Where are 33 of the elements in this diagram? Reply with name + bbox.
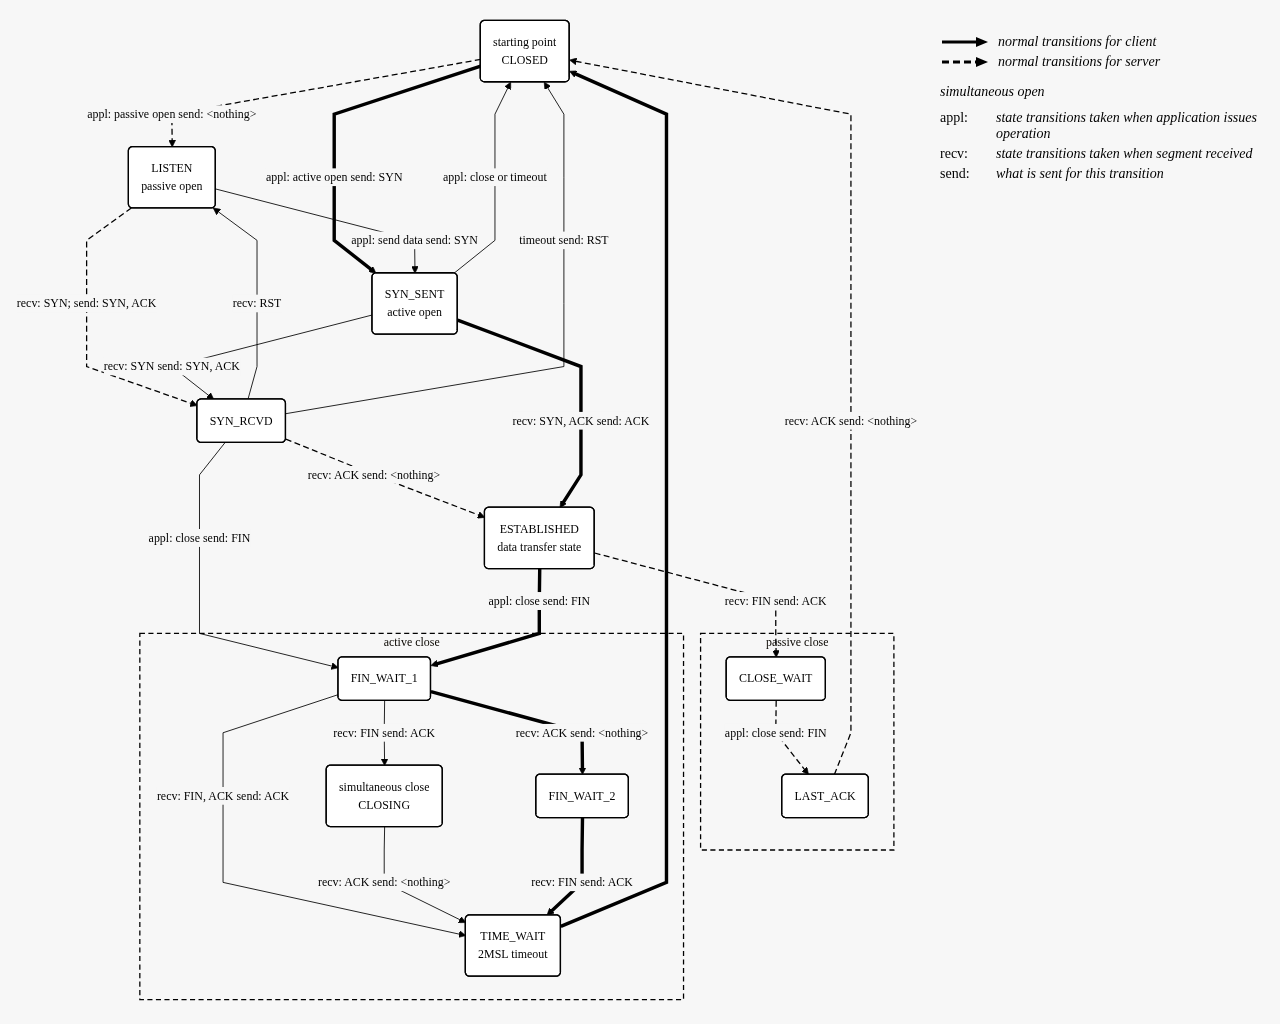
edge-label: appl: close send: FIN [724, 726, 827, 740]
arrow [569, 57, 852, 776]
edge-label: appl: close or timeout [443, 170, 547, 184]
edge-label: recv: SYN, ACK send: ACK [512, 414, 650, 428]
edge-label: recv: FIN send: ACK [333, 726, 436, 740]
legend-text: normal transitions for server [998, 54, 1161, 70]
key-description: what is sent for this transition [996, 166, 1165, 182]
edge-label: appl: active open send: SYN [265, 170, 403, 184]
edge-label: recv: ACK send: <nothing> [784, 414, 918, 428]
note-text: simultaneous open [940, 84, 1045, 100]
edge-label: appl: close send: FIN [488, 594, 591, 608]
edge-label: timeout send: RST [519, 233, 609, 247]
key-description: state transitions taken when segment received [996, 146, 1254, 162]
edge-label: appl: send data send: SYN [351, 233, 478, 247]
arrow [457, 318, 583, 508]
arrow [430, 569, 542, 668]
edge-label: appl: passive open send: <nothing> [87, 107, 257, 121]
edge-label: recv: ACK send: <nothing> [317, 876, 451, 889]
arrow [775, 700, 809, 775]
key-term: send: [940, 166, 971, 182]
edge-label: recv: SYN send: SYN, ACK [103, 360, 240, 373]
arrow [560, 70, 669, 928]
edge-label: recv: ACK send: <nothing> [307, 468, 441, 482]
edge-label: recv: FIN send: ACK [531, 876, 633, 889]
edge-label: recv: FIN, ACK send: ACK [156, 789, 290, 803]
edge-label: recv: ACK send: <nothing> [515, 726, 649, 740]
key-term: appl: [940, 110, 969, 127]
legend-text: normal transitions for client [998, 34, 1157, 50]
edge-label: appl: close send: FIN [148, 531, 251, 545]
edge-label: recv: RST [232, 297, 282, 310]
key-term: recv: [940, 146, 969, 162]
edge-label: recv: SYN; send: SYN, ACK [16, 297, 157, 310]
edge-label: recv: FIN send: ACK [724, 594, 827, 608]
